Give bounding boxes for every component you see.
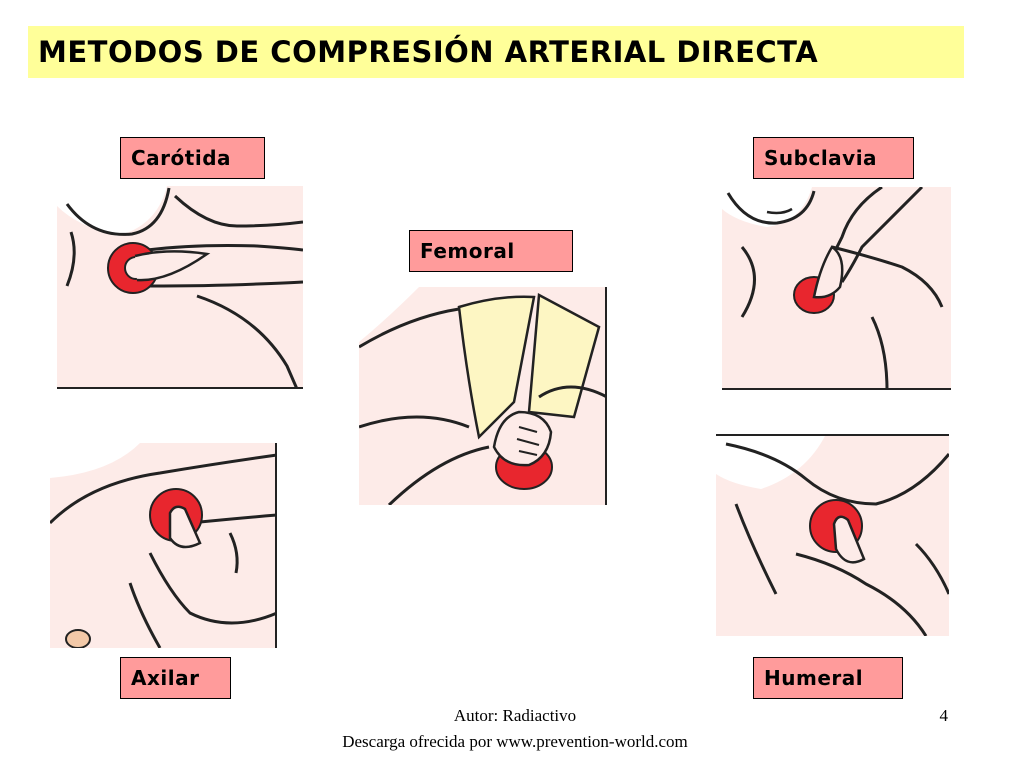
axilar-illustration xyxy=(50,443,277,648)
label-axilar: Axilar xyxy=(120,657,231,699)
label-subclavia: Subclavia xyxy=(753,137,914,179)
page-number: 4 xyxy=(939,706,949,725)
label-carotida: Carótida xyxy=(120,137,265,179)
footer-download: Descarga ofrecida por www.prevention-wor… xyxy=(342,732,688,751)
title-bar: METODOS DE COMPRESIÓN ARTERIAL DIRECTA xyxy=(28,26,964,78)
femoral-illustration xyxy=(359,287,607,505)
slide-title: METODOS DE COMPRESIÓN ARTERIAL DIRECTA xyxy=(38,35,819,69)
label-humeral: Humeral xyxy=(753,657,903,699)
footer-author: Autor: Radiactivo xyxy=(453,706,577,725)
carotida-illustration xyxy=(57,186,303,389)
label-femoral: Femoral xyxy=(409,230,573,272)
subclavia-illustration xyxy=(722,187,951,390)
humeral-illustration xyxy=(716,434,949,636)
